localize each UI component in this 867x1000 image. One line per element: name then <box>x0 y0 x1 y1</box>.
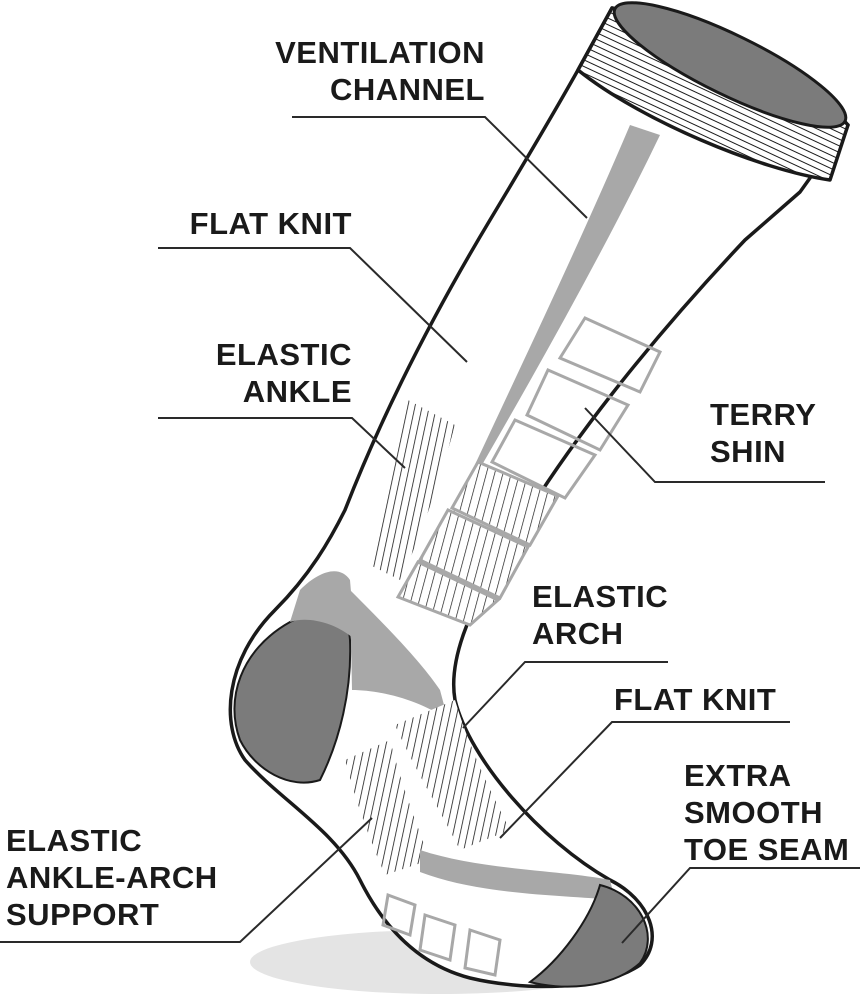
label-line: TOE SEAM <box>684 831 849 868</box>
label-ventilation-channel: VENTILATION CHANNEL <box>245 34 485 108</box>
label-line: VENTILATION <box>245 34 485 71</box>
label-line: SMOOTH <box>684 794 849 831</box>
label-line: ELASTIC <box>6 822 218 859</box>
label-terry-shin: TERRY SHIN <box>710 396 816 470</box>
label-toe-seam: EXTRA SMOOTH TOE SEAM <box>684 757 849 868</box>
label-line: ANKLE-ARCH <box>6 859 218 896</box>
label-line: SUPPORT <box>6 896 218 933</box>
label-line: ELASTIC <box>180 336 352 373</box>
label-elastic-ankle: ELASTIC ANKLE <box>180 336 352 410</box>
label-line: ELASTIC <box>532 578 668 615</box>
label-line: ARCH <box>532 615 668 652</box>
label-line: EXTRA <box>684 757 849 794</box>
label-line: SHIN <box>710 433 816 470</box>
leader-toe-seam <box>622 868 860 943</box>
label-line: FLAT KNIT <box>614 681 776 718</box>
label-line: FLAT KNIT <box>150 205 352 242</box>
label-line: ANKLE <box>180 373 352 410</box>
label-flat-knit-upper: FLAT KNIT <box>150 205 352 242</box>
label-flat-knit-lower: FLAT KNIT <box>614 681 776 718</box>
label-ankle-arch-support: ELASTIC ANKLE-ARCH SUPPORT <box>6 822 218 933</box>
label-line: CHANNEL <box>245 71 485 108</box>
label-line: TERRY <box>710 396 816 433</box>
label-elastic-arch: ELASTIC ARCH <box>532 578 668 652</box>
